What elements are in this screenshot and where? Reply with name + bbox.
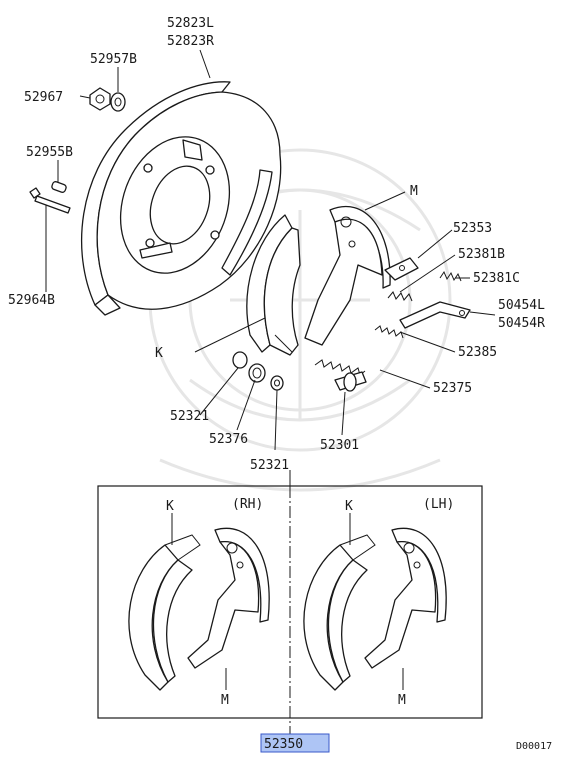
drawing-code: D00017 [516, 741, 552, 752]
strut-52353[interactable] [384, 257, 419, 281]
label-52376: 52376 [209, 432, 248, 447]
label-50454l: 50454L [498, 298, 545, 313]
label-52823r: 52823R [167, 34, 214, 49]
label-kit-rh-m: M [221, 693, 229, 708]
label-50454r: 50454R [498, 316, 545, 331]
spring-52385[interactable] [374, 325, 404, 339]
cup-52321-a[interactable] [232, 351, 248, 369]
label-kit-rh: (RH) [232, 497, 263, 512]
kit-lh-shoe-k[interactable] [303, 534, 376, 691]
spring-52376[interactable] [248, 363, 266, 383]
label-kit-rh-k: K [166, 499, 174, 514]
kit-leader-lines [171, 513, 404, 690]
adjuster-52301[interactable] [334, 371, 367, 392]
label-52321-a: 52321 [170, 409, 209, 424]
label-52823l: 52823L [167, 16, 214, 31]
nut-52967[interactable] [89, 87, 111, 111]
label-52957b: 52957B [90, 52, 137, 67]
label-52381b: 52381B [458, 247, 505, 262]
spring-52375[interactable] [314, 359, 366, 376]
label-kit-lh-m: M [398, 693, 406, 708]
label-52964b: 52964B [8, 293, 55, 308]
watermark-emblem [148, 148, 452, 492]
label-kit-lh-k: K [345, 499, 353, 514]
label-52955b: 52955B [26, 145, 73, 160]
label-kit-lh: (LH) [423, 497, 454, 512]
label-52381c: 52381C [473, 271, 520, 286]
backing-plate[interactable] [81, 81, 282, 316]
label-shoe-m: M [410, 184, 418, 199]
leader-lines [45, 49, 496, 451]
lever-50454[interactable] [399, 301, 471, 329]
kit-lh-shoe-m[interactable] [364, 527, 447, 669]
bolt-52964b[interactable] [29, 187, 71, 214]
label-52321-b: 52321 [250, 458, 289, 473]
spring-52381c[interactable] [439, 270, 462, 282]
label-52350[interactable]: 52350 [264, 737, 303, 752]
kit-rh-shoe-k[interactable] [128, 534, 201, 691]
spring-52381b[interactable] [387, 291, 413, 302]
brake-shoe-m[interactable] [304, 205, 391, 346]
kit-box [97, 470, 483, 735]
brake-shoe-k[interactable] [246, 214, 301, 356]
kit-part-number-link[interactable]: 52350 [260, 733, 330, 753]
label-52375: 52375 [433, 381, 472, 396]
grommet-52955b[interactable] [51, 181, 67, 193]
label-shoe-k: K [155, 346, 163, 361]
cup-52321-b[interactable] [270, 375, 284, 391]
label-52385: 52385 [458, 345, 497, 360]
label-52301: 52301 [320, 438, 359, 453]
label-52353: 52353 [453, 221, 492, 236]
label-52967: 52967 [24, 90, 63, 105]
washer-52957b[interactable] [110, 92, 126, 112]
kit-rh-shoe-m[interactable] [187, 527, 270, 669]
